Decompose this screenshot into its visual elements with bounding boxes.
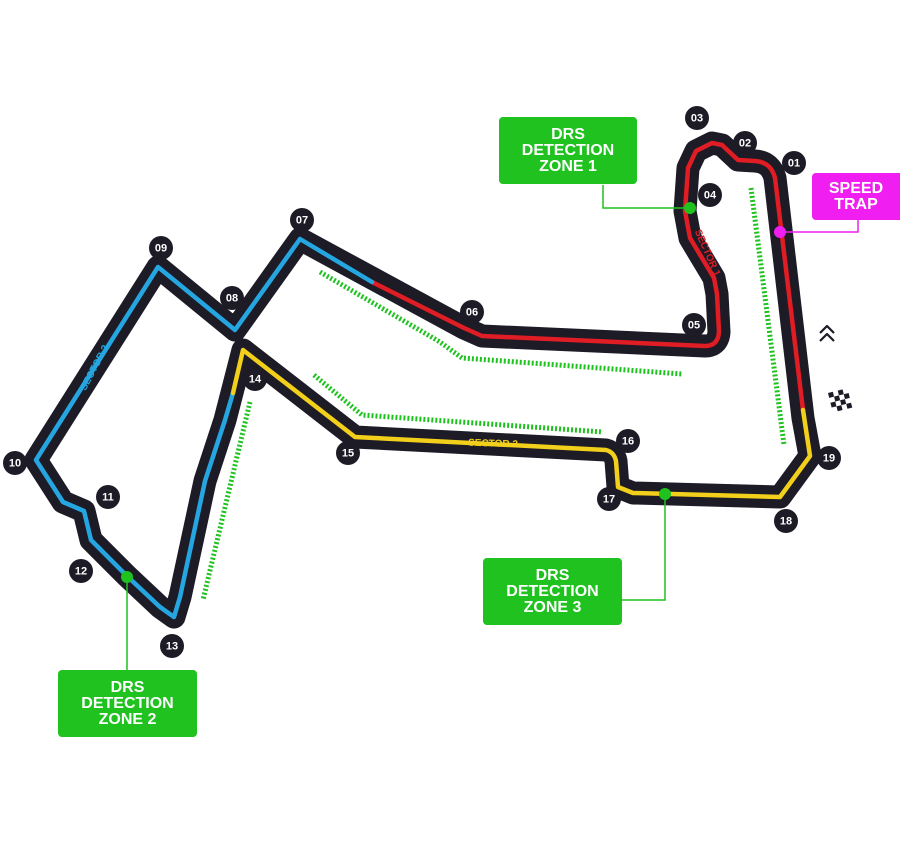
turn-12-marker: 12 [69, 559, 93, 583]
turn-marker-circle [69, 559, 93, 583]
turn-number-label: 04 [704, 190, 717, 202]
turn-17-marker: 17 [597, 487, 621, 511]
speed-trap-box: SPEED TRAP [812, 173, 900, 220]
turn-marker-circle [149, 236, 173, 260]
turn-number-label: 10 [9, 458, 21, 470]
drs-zone-main-straight [748, 187, 787, 446]
turn-number-label: 12 [75, 566, 87, 578]
turn-marker-circle [682, 313, 706, 337]
sector-3-line [230, 347, 813, 500]
turn-marker-circle [460, 300, 484, 324]
turn-marker-circle [160, 634, 184, 658]
track-outline [24, 131, 822, 629]
drs-detection-zone-3-box: DRS DETECTION ZONE 3 [483, 558, 622, 625]
sector-3-label: SECTOR 3 [468, 438, 519, 451]
drs-zone-2-point [121, 571, 133, 583]
turn-number-label: 06 [466, 307, 478, 319]
turn-number-label: 01 [788, 158, 800, 170]
turn-05-marker: 05 [682, 313, 706, 337]
drs-detection-zone-2-box: DRS DETECTION ZONE 2 [58, 670, 197, 737]
speed-trap-point [774, 226, 786, 238]
turn-marker-circle [96, 485, 120, 509]
turn-19-marker: 19 [817, 446, 841, 470]
direction-chevrons-icon [819, 324, 835, 342]
turn-marker-circle [782, 151, 806, 175]
checkered-flag-icon [828, 389, 853, 412]
turn-06-marker: 06 [460, 300, 484, 324]
turn-01-marker: 01 [782, 151, 806, 175]
turn-08-marker: 08 [220, 286, 244, 310]
turn-number-label: 13 [166, 641, 178, 653]
turn-number-label: 05 [688, 320, 700, 332]
drs-zone-3-point [659, 488, 671, 500]
turn-10-marker: 10 [3, 451, 27, 475]
turn-number-label: 18 [780, 516, 792, 528]
speed-trap-line-1: SPEED [828, 179, 884, 197]
drs-zone-3-line-3: ZONE 3 [523, 598, 582, 616]
speed-trap-line-2: TRAP [834, 195, 878, 213]
sector-2-line [33, 236, 375, 620]
drs-zone-2-line-3: ZONE 2 [98, 710, 157, 728]
turn-marker-circle [336, 441, 360, 465]
turn-marker-circle [290, 208, 314, 232]
turn-03-marker: 03 [685, 106, 709, 130]
speed-trap-connector [780, 220, 859, 233]
turn-09-marker: 09 [149, 236, 173, 260]
drs-zone-3-line-1: DRS [535, 566, 570, 584]
turn-marker-circle [220, 286, 244, 310]
drs-zone-2-line-1: DRS [110, 678, 145, 696]
turn-marker-circle [243, 367, 267, 391]
drs-zone-back-straight [318, 269, 683, 377]
turn-15-marker: 15 [336, 441, 360, 465]
turn-number-label: 03 [691, 113, 703, 125]
drs-activation-zones [200, 187, 787, 601]
turn-02-marker: 02 [733, 131, 757, 155]
turn-number-label: 09 [155, 243, 167, 255]
turn-number-label: 16 [622, 436, 634, 448]
turn-marker-circle [774, 509, 798, 533]
turn-marker-circle [597, 487, 621, 511]
turn-marker-circle [3, 451, 27, 475]
drs-zone-2-line-2: DETECTION [81, 694, 174, 712]
drs-zone-1-line-3: ZONE 1 [539, 157, 597, 175]
drs-zone-1-line-1: DRS [551, 125, 585, 143]
turn-marker-circle [685, 106, 709, 130]
turn-18-marker: 18 [774, 509, 798, 533]
turn-14-marker: 14 [243, 367, 267, 391]
turn-13-marker: 13 [160, 634, 184, 658]
turn-number-label: 17 [603, 494, 615, 506]
turn-11-marker: 11 [96, 485, 120, 509]
drs-zone-3-line-2: DETECTION [506, 582, 599, 600]
turn-number-label: 07 [296, 215, 308, 227]
turn-marker-circle [817, 446, 841, 470]
drs-zone-3-connector [622, 494, 666, 601]
drs-detection-zone-1-box: DRS DETECTION ZONE 1 [499, 117, 637, 184]
turn-marker-circle [616, 429, 640, 453]
drs-zone-1-point [684, 202, 696, 214]
turn-number-label: 08 [226, 293, 238, 305]
turn-04-marker: 04 [698, 183, 722, 207]
turn-16-marker: 16 [616, 429, 640, 453]
drs-zone-1-connector [602, 185, 690, 209]
turn-number-label: 02 [739, 138, 751, 150]
turn-marker-circle [698, 183, 722, 207]
turn-number-label: 11 [102, 492, 114, 504]
drs-zone-left-straight [200, 401, 253, 601]
turn-number-label: 15 [342, 448, 354, 460]
turn-number-label: 14 [249, 374, 262, 386]
turn-number-label: 19 [823, 453, 835, 465]
drs-zone-third-straight [312, 373, 604, 435]
turn-marker-circle [733, 131, 757, 155]
turn-07-marker: 07 [290, 208, 314, 232]
drs-zone-1-line-2: DETECTION [521, 141, 615, 159]
